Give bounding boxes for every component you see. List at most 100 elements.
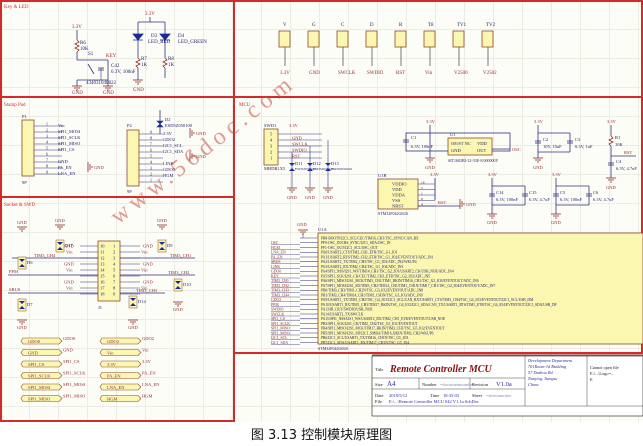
svg-text:C14: C14 [496,190,504,195]
p1-pin-number: 5 [46,146,48,151]
testpoint-label: G [312,23,316,28]
p1-net-label: GND [58,159,68,164]
resistor-r8 [162,57,168,69]
p2-net-label: GDO2 [163,137,175,142]
vin-label-socket: Vin [141,268,148,273]
u1a-pin-name: PA2/USART2_TX/TIM2_CH3/TSC_G1_IO3/ADC_IN… [321,260,417,264]
u1a-net-label: SPI1_MOSI [271,331,291,335]
j1-pin-number: 1 [113,244,115,249]
s1-part: 434031048822 [86,81,117,86]
port-label: GND [28,351,38,356]
gnd-label-socket: GND [64,244,74,249]
esd-diode-d14: D14 [128,295,146,309]
number-value: =documentnumber [440,382,475,387]
r8-value: 1K [168,63,175,68]
gnd-label-c2: GND [533,165,543,170]
led-d3 [132,33,144,41]
c2c3-power-label: 3.3V [534,119,544,124]
testpoint-pad [481,30,494,48]
r7-ref: R7 [141,57,147,62]
r1-ref: R1 [615,135,620,140]
swd1-pin-number: 5 [270,132,273,137]
j1-pin-number: 15 [100,274,105,279]
j1-pin-number: 2 [113,250,115,255]
date-label: Date [375,393,384,398]
time-value: 18:35:03 [443,393,460,398]
svg-text:D9: D9 [167,243,173,248]
testpoint-pad [278,30,291,48]
svg-text:ESD5Z050100: ESD5Z050100 [331,167,352,171]
gnd-label-socket: GND [157,218,167,223]
u1b-pin-number: 1 [421,192,423,196]
gnd-symbol-stamp-3 [87,162,93,172]
u1a-part: STM32F042G6U6 [318,346,348,351]
u1a-pin-name: PA6/SPI1_MISO/I2S1_MCK/TIM3_CH1/TIM1_BKI… [321,279,479,283]
gnd-symbol-decap [487,213,497,219]
esd-diode-d10: D10 [173,278,191,292]
swd1-net-label: SWCLK [292,142,309,147]
svg-text:GND: GND [323,195,333,200]
gnd-symbol-socket [157,224,167,230]
power-label-key: 3.3V [72,25,82,30]
file-label: File [375,399,382,404]
connector-j1 [97,240,121,302]
u1a-ref: U1A [318,227,327,232]
port-label: SPI1_MISO [28,397,51,402]
gnd-label-socket: GND [55,218,65,223]
p2-ref: P2 [127,123,132,128]
p1-pin-number: 4 [46,140,48,145]
j1-pin-number: 10 [100,244,105,249]
port-net-label: GND [63,348,73,353]
testpoint-label: V [283,23,287,28]
osc-net-label: OSC [512,147,521,152]
net-label-ppm: PPM [9,269,18,274]
port-label: GDO2 [107,339,119,344]
d4-ref: D4 [178,34,185,39]
section-title-key-led: Key & LED [4,5,29,10]
svg-text:C5: C5 [560,190,566,195]
svg-text:D14: D14 [138,299,146,304]
gnd-label-r1: GND [606,185,616,190]
net-label-tim3-ch4: TIM3_CH4 [34,253,56,258]
svg-text:6.3V, 100nF: 6.3V, 100nF [560,197,583,203]
u1b-pin-name: NRST [392,204,404,209]
time-label: Time [430,393,439,398]
gnd-symbol-socket [173,301,183,307]
p2-net-label: 3.3V [163,131,173,136]
u1a-pin-name: PB7/I2C1_SDA/USART1_RX/TIM17_CH1N/TSC_G5… [321,341,409,345]
u1a-pin-name: PA10/USART1_RX/TIM1_CH3/TIM17_BKIN/TSC_G… [321,303,557,307]
r7-value: 1K [141,63,148,68]
gnd-label-socket: GND [64,262,74,267]
p1-net-label: LNA_EN [58,171,76,176]
p2-net-label: GDO0 [163,167,176,172]
p2-pin-number: 9 [150,130,152,135]
svg-text:ESD5Z050100: ESD5Z050100 [295,167,316,171]
power-label-led: 3.3V [145,12,155,17]
port-label: SPI1_MOSI [28,385,51,390]
port-label: SPI1_CS [28,362,45,367]
port-gnd: GND GND [20,348,73,356]
p2-net-label: I2C1_SCL [163,143,183,148]
u1a-pin-name: PB6/I2C1_SCL/USART1_TX/TIM16_CH1N/TSC_G5… [321,336,408,340]
p1-net-label: PA_EN [58,165,72,170]
frame-mcu [233,96,643,354]
gnd-label-led: GND [133,88,144,93]
j1-ref: J1 [98,305,102,310]
p2-footer: 9P [127,189,132,194]
c2-value: 10V, 10uF [543,144,562,150]
p2-net-label: HGM [163,173,174,178]
p2-pin-number: 2 [150,172,152,177]
p2-pin-number: 6 [150,148,152,153]
p2-pin-number: 4 [150,160,152,165]
port-label: Vin [107,351,114,356]
u1a-pin-name: PA0/USART2_CTS/TIM2_CH1_ETR/TSC_G1_IO1 [321,251,398,255]
address-line: 57 Dazhou Rd [528,370,553,375]
vin-label-socket: Vin [66,268,73,273]
port-3-3v: 3.3V3.3V [99,359,152,368]
swd1-net-label: GND [292,136,302,141]
svg-text:D7: D7 [27,302,33,307]
d3-value: LED_RED [148,40,171,45]
